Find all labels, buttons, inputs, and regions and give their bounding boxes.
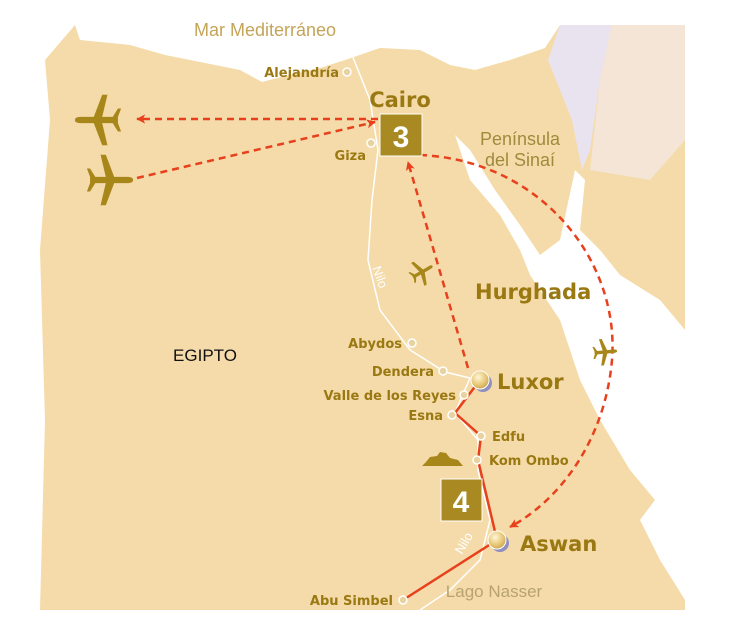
neighbour-region-2 (590, 25, 685, 180)
city-marker-icon (459, 390, 469, 400)
city-markers (342, 67, 486, 605)
city-label-hurghada: Hurghada (475, 280, 591, 304)
region-label: Península (480, 129, 561, 149)
city-marker-icon (487, 530, 507, 550)
city-label-abydos: Abydos (348, 337, 402, 352)
city-label-alejandria: Alejandría (264, 66, 339, 81)
city-label-giza: Giza (335, 149, 366, 164)
city-label-dendera: Dendera (372, 365, 434, 380)
city-marker-icon (476, 431, 486, 441)
city-label-cairo: Cairo (369, 88, 431, 112)
flight-west-to-cairo (136, 119, 376, 180)
step-box-4: 4 (440, 478, 483, 522)
city-marker-icon (366, 138, 376, 148)
city-label-valle: Valle de los Reyes (323, 389, 456, 404)
city-marker-icon (472, 455, 482, 465)
city-label-esna: Esna (408, 409, 443, 424)
city-marker-icon (407, 338, 417, 348)
city-marker-icon (470, 370, 490, 390)
lake-label: Lago Nasser (446, 582, 543, 601)
country-label: EGIPTO (173, 346, 237, 365)
city-label-luxor: Luxor (497, 370, 564, 394)
city-label-abu-simbel: Abu Simbel (310, 594, 393, 609)
river-label: Nilo (369, 264, 391, 290)
city-marker-icon (438, 366, 448, 376)
region-label: del Sinaí (485, 150, 555, 170)
sea-label: Mar Mediterráneo (194, 20, 336, 40)
city-marker-icon (398, 595, 408, 605)
cruise-route (402, 379, 499, 602)
city-marker-icon (342, 67, 352, 77)
nile-river (351, 54, 491, 611)
city-label-edfu: Edfu (492, 430, 525, 445)
land (40, 25, 685, 610)
city-label-kom-ombo: Kom Ombo (489, 454, 569, 469)
step-box-3: 3 (379, 113, 423, 157)
step-number: 4 (453, 486, 470, 519)
step-number: 3 (393, 121, 410, 154)
city-label-aswan: Aswan (520, 532, 597, 556)
city-marker-icon (447, 410, 457, 420)
neighbour-region (548, 25, 612, 170)
boat-icon (422, 452, 463, 466)
